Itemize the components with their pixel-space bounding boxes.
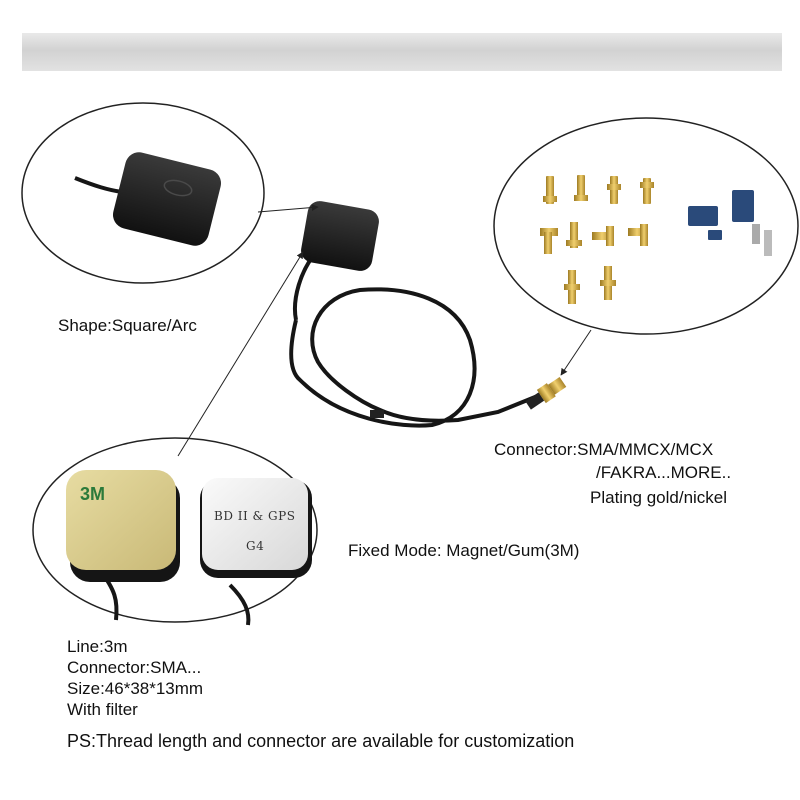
spec-line: Line:3m [67,637,128,656]
main-antenna-cable [289,201,567,428]
fixed-mode-label: Fixed Mode: Magnet/Gum(3M) [348,541,580,560]
connector-label-line1: Connector:SMA/MMCX/MCX [494,440,714,459]
arrow-fixed [177,251,304,457]
arrow-shape [257,204,319,213]
pads-bubble: 3M BD II & GPS G4 [32,437,318,626]
connectors-bubble [493,117,799,335]
arrow-connector [560,329,592,376]
top-banner [22,33,782,71]
tape-brand: 3M [80,484,105,504]
shape-label: Shape:Square/Arc [58,316,197,335]
shape-detail-bubble [21,102,265,284]
plating-label: Plating gold/nickel [590,488,728,507]
spec-list: Line:3m Connector:SMA... Size:46*38*13mm… [67,636,203,720]
pad-label-line2: G4 [246,539,264,553]
pad-label-line1: BD II & GPS [214,509,295,523]
spec-size: Size:46*38*13mm [67,679,204,698]
customization-note: PS:Thread length and connector are avail… [67,731,575,751]
spec-connector: Connector:SMA... [67,658,202,677]
connector-label-line2: /FAKRA...MORE.. [596,463,732,482]
antenna-closeup [112,152,222,246]
spec-filter: With filter [67,700,138,719]
